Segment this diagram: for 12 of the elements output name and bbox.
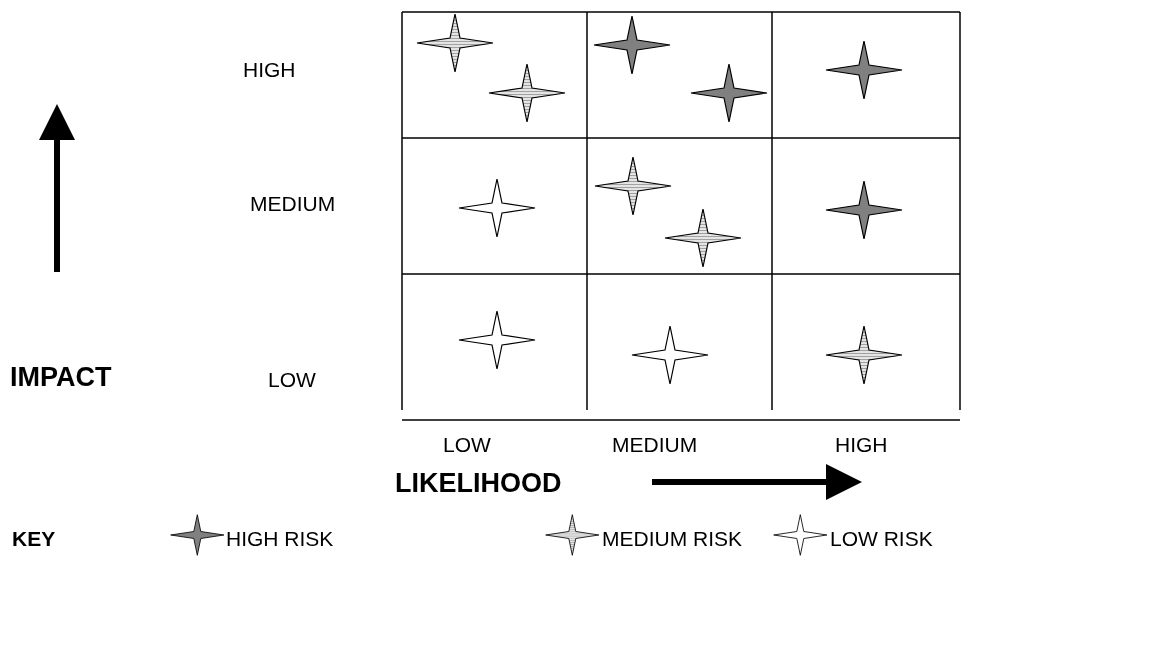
axis-label: MEDIUM: [250, 192, 336, 216]
key-label: KEY: [12, 527, 56, 551]
axis-title: IMPACT: [10, 362, 112, 392]
legend-label: MEDIUM RISK: [602, 527, 742, 551]
axis-label: LOW: [268, 368, 316, 392]
axis-title: LIKELIHOOD: [395, 468, 562, 498]
legend-label: HIGH RISK: [226, 527, 334, 551]
axis-label: MEDIUM: [612, 433, 698, 457]
axis-label: HIGH: [835, 433, 888, 457]
axis-label: HIGH: [243, 58, 296, 82]
axis-label: LOW: [443, 433, 491, 457]
legend-label: LOW RISK: [830, 527, 933, 551]
